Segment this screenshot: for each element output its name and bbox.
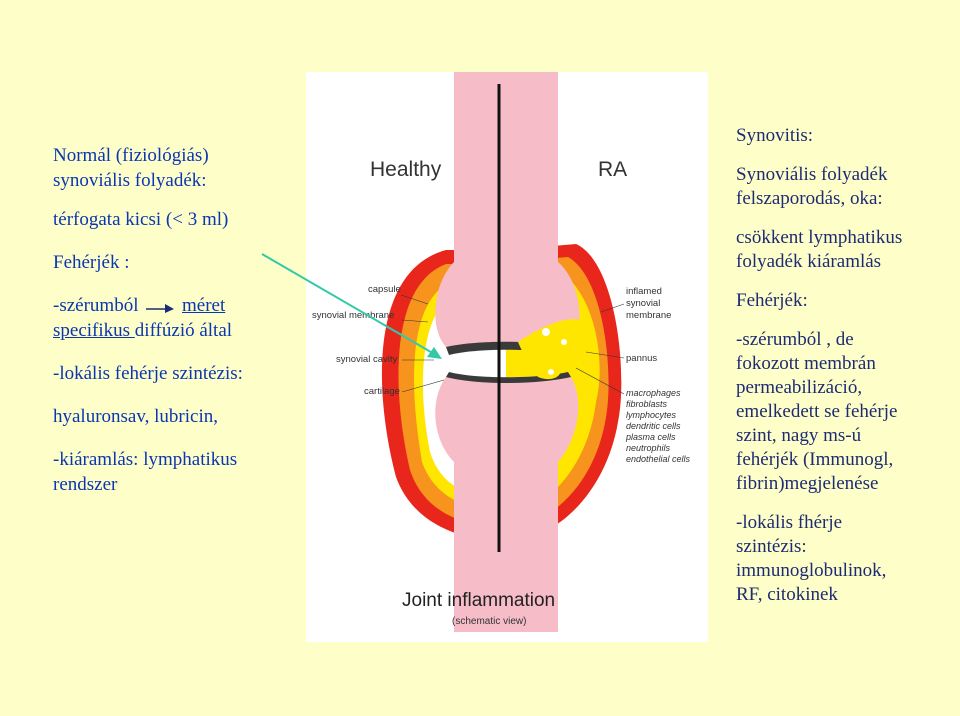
synovitis-serum-line: -szérumból , de xyxy=(736,329,854,350)
serum-diffusion: diffúzió által xyxy=(134,320,233,341)
synovitis-fluid-line1: Synoviális folyadék xyxy=(736,164,888,185)
heading-ra: RA xyxy=(598,158,627,181)
synovitis-local-line: szintézis: xyxy=(736,536,807,557)
upper-bone xyxy=(435,72,580,347)
label-cartilage: cartilage xyxy=(364,386,400,397)
normal-serum-line: -szérumból méret xyxy=(53,293,313,318)
serum-prefix: -szérumból xyxy=(53,295,139,316)
synovitis-serum-line: fokozott membrán xyxy=(736,353,876,374)
arrow-right-icon xyxy=(146,303,175,313)
normal-title-line1: Normál (fiziológiás) xyxy=(53,145,209,166)
label-inflamed-3: membrane xyxy=(626,310,671,321)
normal-local-items: hyaluronsav, lubricin, xyxy=(53,406,218,427)
synovitis-local-line: RF, citokinek xyxy=(736,584,838,605)
normal-fluid-text: Normál (fiziológiás) synoviális folyadék… xyxy=(53,143,313,515)
heading-healthy: Healthy xyxy=(370,158,442,181)
synovitis-fluid-line2: felszaporodás, oka: xyxy=(736,188,883,209)
cell-item: fibroblasts xyxy=(626,399,668,409)
label-synovial-cavity: synovial cavity xyxy=(336,354,397,365)
lower-cartilage xyxy=(446,372,571,383)
synovitis-protein-label: Fehérjék: xyxy=(736,290,808,311)
label-synovial-membrane: synovial membrane xyxy=(312,310,394,321)
label-capsule: capsule xyxy=(368,284,401,295)
synovitis-cause-line2: folyadék kiáramlás xyxy=(736,251,882,272)
cell-item: neutrophils xyxy=(626,443,671,453)
synovitis-serum-line: szint, nagy ms-ú xyxy=(736,425,862,446)
pannus xyxy=(518,319,588,380)
normal-protein-label: Fehérjék : xyxy=(53,252,130,273)
serum-specific: specifikus xyxy=(53,320,135,341)
joint-diagram: Healthy RA capsule synovial membrane syn… xyxy=(312,72,691,632)
normal-local-synthesis: -lokális fehérje szintézis: xyxy=(53,363,243,384)
synovitis-serum-line: emelkedett se fehérje xyxy=(736,401,898,422)
synovitis-serum-line: fehérjék (Immunogl, xyxy=(736,449,894,470)
cell-item: dendritic cells xyxy=(626,421,681,431)
caption-title: Joint inflammation xyxy=(402,590,555,611)
joint-inflammation-figure: Healthy RA capsule synovial membrane syn… xyxy=(306,72,708,642)
cell-item: plasma cells xyxy=(625,432,676,442)
synovitis-text: Synovitis: Synoviális folyadék felszapor… xyxy=(736,124,956,622)
normal-title-line2: synoviális folyadék: xyxy=(53,170,207,191)
synovitis-local-line: immunoglobulinok, xyxy=(736,560,887,581)
cell-item: lymphocytes xyxy=(626,410,677,420)
lower-bone xyxy=(435,377,579,632)
normal-serum-line2: specifikus diffúzió által xyxy=(53,318,313,343)
caption-sub: (schematic view) xyxy=(452,616,526,627)
label-inflamed-1: inflamed xyxy=(626,286,662,297)
label-pannus: pannus xyxy=(626,353,657,364)
normal-volume: térfogata kicsi (< 3 ml) xyxy=(53,209,229,230)
label-inflamed-2: synovial xyxy=(626,298,660,309)
serum-size: méret xyxy=(181,295,226,316)
normal-outflow-line1: -kiáramlás: lymphatikus xyxy=(53,449,238,470)
cell-item: endothelial cells xyxy=(626,454,691,464)
synovitis-serum-line: fibrin)megjelenése xyxy=(736,473,879,494)
normal-outflow-line2: rendszer xyxy=(53,474,118,495)
synovitis-title: Synovitis: xyxy=(736,125,814,146)
cell-item: macrophages xyxy=(626,388,681,398)
synovitis-local-line: -lokális fhérje xyxy=(736,512,843,533)
cell-list: macrophages fibroblasts lymphocytes dend… xyxy=(625,388,691,464)
synovitis-cause-line1: csökkent lymphatikus xyxy=(736,227,903,248)
synovitis-serum-line: permeabilizáció, xyxy=(736,377,863,398)
